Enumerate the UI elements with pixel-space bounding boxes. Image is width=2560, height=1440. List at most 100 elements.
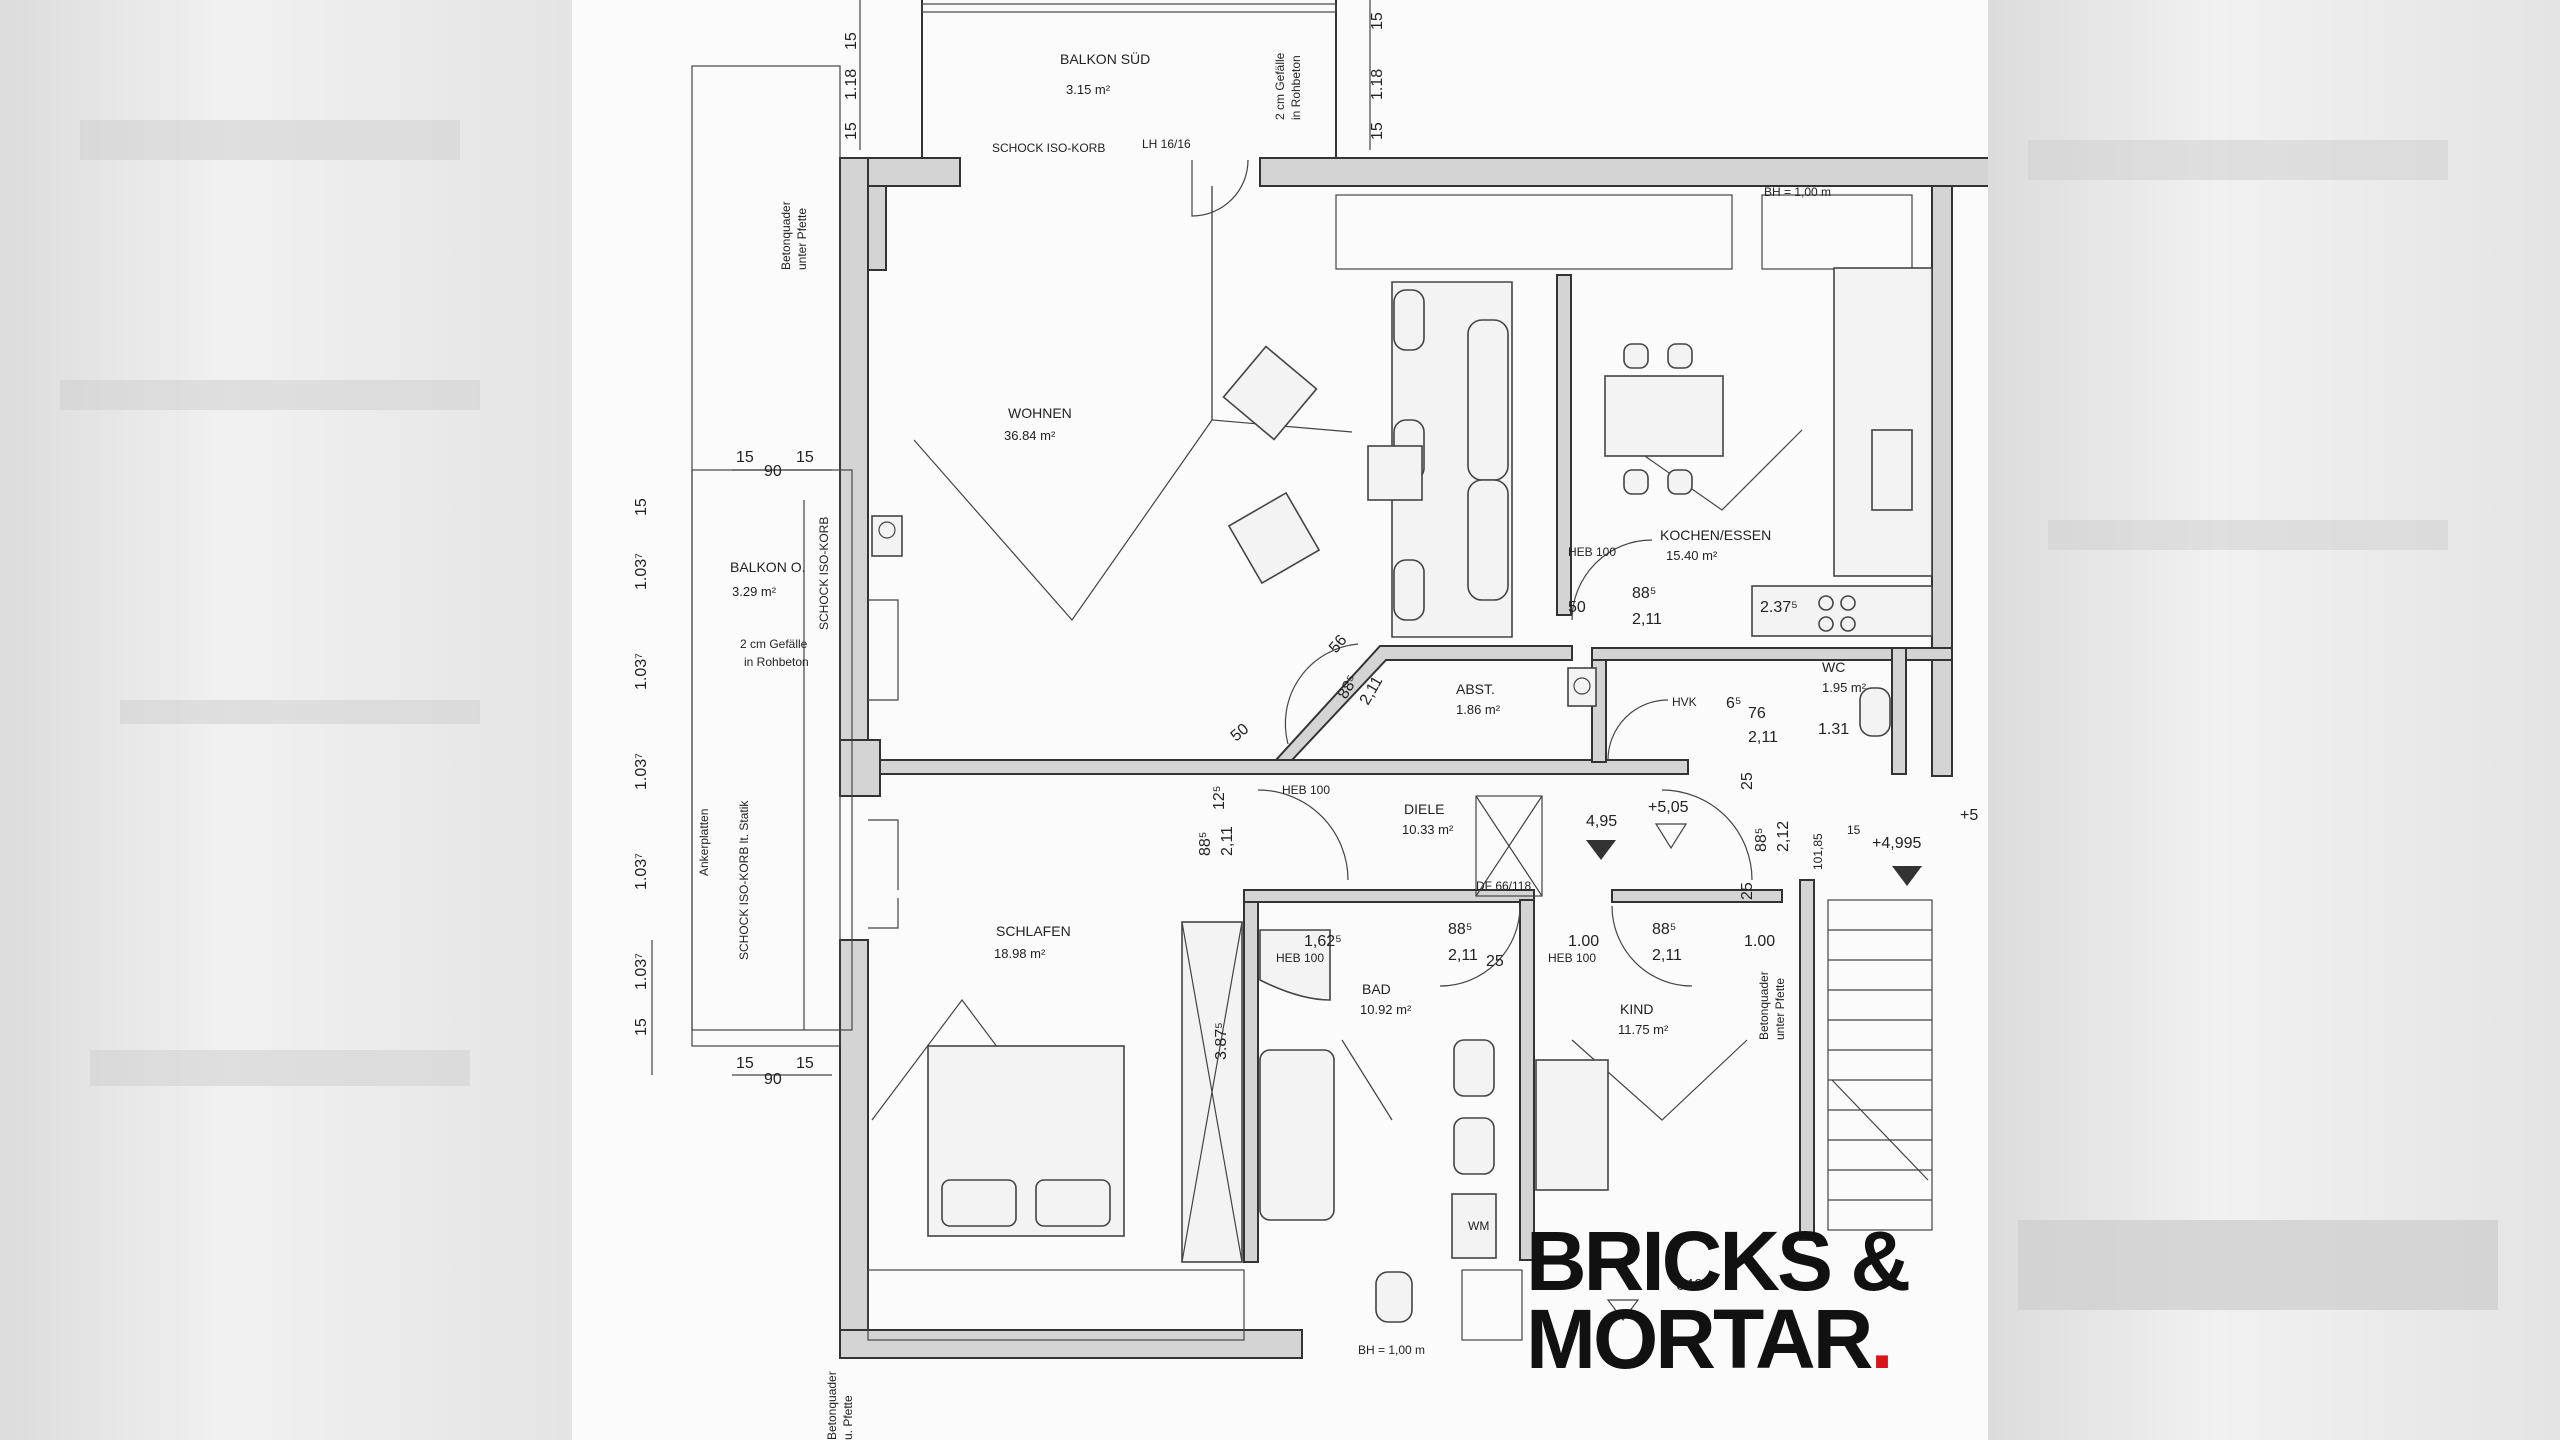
room-wc-name: WC bbox=[1822, 659, 1845, 675]
logo-line-2: MORTAR. bbox=[1526, 1297, 1946, 1381]
dim-v1037-e: 1.03⁷ bbox=[633, 953, 650, 990]
note-heb-4: HEB 100 bbox=[1548, 951, 1596, 965]
note-wm: WM bbox=[1468, 1219, 1489, 1233]
note-schock-statik: SCHOCK ISO-KORB lt. Statik bbox=[737, 800, 751, 960]
room-bad-name: BAD bbox=[1362, 981, 1391, 997]
room-balkon-ost-area: 3.29 m² bbox=[732, 584, 777, 599]
dim-25-b: 25 bbox=[1739, 882, 1756, 900]
shower bbox=[1259, 929, 1331, 1001]
note-betonquader-b2: u. Pfette bbox=[841, 1395, 855, 1440]
blurred-right-margin bbox=[1988, 0, 2560, 1440]
door-schlafen bbox=[1257, 789, 1349, 881]
dim-b90: 90 bbox=[764, 1071, 782, 1088]
door-kind bbox=[1611, 905, 1693, 987]
dim-50-a: 50 bbox=[1568, 599, 1586, 616]
dim-212: 2,12 bbox=[1775, 821, 1792, 852]
dim-15-a: 15 bbox=[843, 32, 860, 50]
note-gefaelle-top-2: in Rohbeton bbox=[1289, 55, 1303, 120]
dim-125: 12⁵ bbox=[1211, 786, 1228, 810]
dim-v1037-c: 1.03⁷ bbox=[633, 753, 650, 790]
kitchen-counter bbox=[1833, 267, 1933, 577]
logo-dot: . bbox=[1870, 1292, 1893, 1386]
skylight bbox=[1475, 795, 1543, 897]
window-kitchen-right bbox=[1761, 194, 1913, 270]
note-ankerplatten: Ankerplatten bbox=[697, 809, 711, 876]
dim-25-a: 25 bbox=[1739, 772, 1756, 790]
dim-schl-h: 2,11 bbox=[1219, 826, 1236, 856]
room-balkon-sued-area: 3.15 m² bbox=[1066, 82, 1111, 97]
room-abst-name: ABST. bbox=[1456, 681, 1495, 697]
wall-left-lower bbox=[839, 939, 869, 1359]
level-5: +5 bbox=[1960, 807, 1978, 824]
level-505: +5,05 bbox=[1648, 799, 1689, 816]
level-4995: +4,995 bbox=[1872, 835, 1921, 852]
dim-1625: 1,62⁵ bbox=[1304, 933, 1342, 950]
logo-line-1: BRICKS & bbox=[1526, 1214, 1911, 1308]
door-stairs bbox=[1661, 789, 1753, 881]
roof-line-kochen bbox=[1621, 429, 1803, 511]
wall-schlafen-bad bbox=[1243, 889, 1259, 1263]
dim-100-a: 1.00 bbox=[1568, 933, 1599, 950]
washing-machine bbox=[1451, 1193, 1497, 1259]
note-gefaelle-left-1: 2 cm Gefälle bbox=[740, 637, 808, 651]
note-schock-left: SCHOCK ISO-KORB bbox=[817, 517, 831, 630]
dim-wc-h: 2,11 bbox=[1748, 729, 1778, 746]
armchair-2 bbox=[1227, 491, 1321, 585]
dim-wc-w: 76 bbox=[1748, 705, 1766, 722]
room-diele-area: 10.33 m² bbox=[1402, 822, 1454, 837]
dim-50-b: 50 bbox=[1228, 721, 1253, 746]
coffee-table bbox=[1367, 445, 1423, 501]
dim-90-a: 90 bbox=[764, 463, 782, 480]
wall-right bbox=[1931, 185, 1953, 777]
wall-bad-kind bbox=[1519, 899, 1535, 1261]
dim-100-b: 1.00 bbox=[1744, 933, 1775, 950]
dim-heb-door-w: 88⁵ bbox=[1632, 585, 1656, 602]
blurred-left-margin bbox=[0, 0, 572, 1440]
dim-v1037-d: 1.03⁷ bbox=[633, 853, 650, 890]
room-wc-area: 1.95 m² bbox=[1822, 680, 1867, 695]
dim-b15-a: 15 bbox=[736, 1055, 754, 1072]
wall-left-upper bbox=[839, 157, 869, 749]
note-df: DF 66/118 bbox=[1476, 879, 1531, 893]
note-bh-top: BH = 1,00 m bbox=[1764, 185, 1831, 199]
dim-118-a: 1.18 bbox=[843, 69, 860, 100]
dim-56: 56 bbox=[1326, 632, 1351, 657]
note-heb-2: HEB 100 bbox=[1282, 783, 1330, 797]
dim-15-e: 15 bbox=[736, 449, 754, 466]
wall-column bbox=[839, 739, 881, 797]
dim-b15-b: 15 bbox=[796, 1055, 814, 1072]
dim-10185: 101,85 bbox=[1811, 833, 1825, 870]
note-gefaelle-left-2: in Rohbeton bbox=[744, 655, 809, 669]
room-kind-area: 11.75 m² bbox=[1618, 1022, 1669, 1037]
room-abst-area: 1.86 m² bbox=[1456, 702, 1501, 717]
chimney-1 bbox=[871, 515, 903, 557]
door-balkon-sued bbox=[1191, 159, 1249, 217]
room-schlafen-area: 18.98 m² bbox=[994, 946, 1046, 961]
note-betonquader-b1: Betonquader bbox=[825, 1371, 839, 1440]
note-heb-3: HEB 100 bbox=[1276, 951, 1324, 965]
wall-kind-right bbox=[1799, 879, 1815, 1241]
door-bad bbox=[1439, 905, 1521, 987]
dim-646: 646 bbox=[1676, 1277, 1703, 1294]
note-betonquader-r1: Betonquader bbox=[1757, 971, 1771, 1040]
dim-387: 3.87⁵ bbox=[1213, 1022, 1230, 1060]
dim-bad-h: 2,11 bbox=[1448, 947, 1478, 964]
bricks-mortar-logo: BRICKS & MORTAR. bbox=[1526, 1214, 1946, 1381]
dim-bad-w: 88⁵ bbox=[1448, 921, 1472, 938]
window-kitchen-top bbox=[1335, 194, 1733, 270]
dim-885-e: 88⁵ bbox=[1753, 828, 1770, 852]
wall-kind-top bbox=[1611, 889, 1783, 903]
door-kochen bbox=[1571, 539, 1653, 621]
balkon-sued-rail bbox=[921, 3, 1337, 13]
chimney-2 bbox=[1567, 667, 1597, 707]
room-wohnen-area: 36.84 m² bbox=[1004, 428, 1056, 443]
room-kochen-name: KOCHEN/ESSEN bbox=[1660, 527, 1771, 543]
level-marker-505 bbox=[1654, 823, 1688, 850]
door-schlafen-balkon bbox=[868, 819, 899, 929]
note-lh: LH 16/16 bbox=[1142, 137, 1191, 151]
level-marker-bottom bbox=[1606, 1299, 1640, 1321]
washbasin-1 bbox=[1453, 1039, 1495, 1097]
logo-word: MORTAR bbox=[1526, 1292, 1873, 1386]
dim-25-c: 25 bbox=[1486, 953, 1504, 970]
note-heb-1: HEB 100 bbox=[1568, 545, 1616, 559]
